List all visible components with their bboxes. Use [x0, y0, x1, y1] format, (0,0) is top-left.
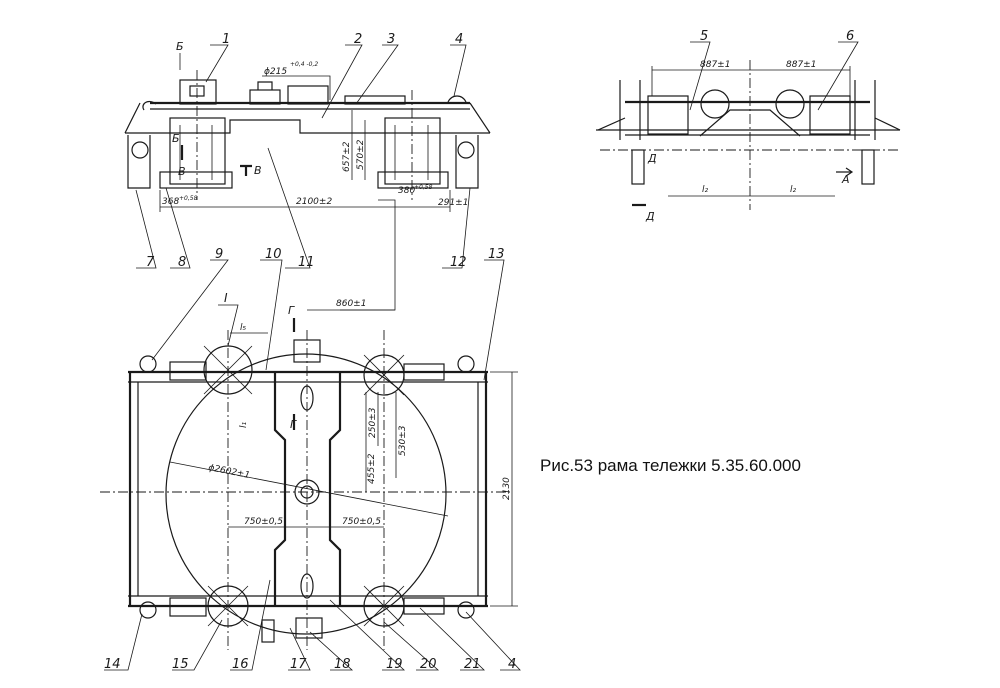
callout-12: 12	[450, 255, 467, 270]
plan-view: ϕ2602±1 2130 750±0,5 750±0,5 455±2 250±3…	[100, 247, 521, 672]
dim-887-right: 887±1	[786, 60, 816, 70]
callout-8: 8	[178, 255, 186, 270]
dim-750-left: 750±0,5	[244, 517, 283, 527]
callout-7: 7	[146, 255, 155, 270]
dim-380: 380	[398, 186, 415, 196]
callout-15: 15	[172, 657, 189, 672]
dim-380-tol: +0,58	[414, 184, 433, 191]
section-mark-b-top: Б	[176, 40, 184, 53]
dim-455: 455±2	[367, 453, 377, 484]
callout-5: 5	[700, 29, 708, 44]
dim-2130: 2130	[502, 477, 512, 500]
callout-11: 11	[298, 255, 315, 270]
dim-860: 860±1	[336, 299, 366, 309]
dim-l1: l₁	[239, 421, 249, 428]
section-mark-v-right: В	[254, 164, 262, 177]
dim-d215: ϕ215	[264, 67, 287, 77]
section-mark-d-upper: Д	[647, 152, 657, 165]
dim-368-tol: +0,58	[179, 195, 198, 202]
callout-4-bottom: 4	[508, 657, 516, 672]
dim-250: 250±3	[368, 407, 378, 438]
dim-368: 368	[162, 197, 179, 207]
side-view: Б Б В В 2100±2 368 +0,58 380 +0,58 291±1…	[124, 32, 491, 311]
callout-14: 14	[104, 657, 121, 672]
callout-18: 18	[334, 657, 351, 672]
callout-4: 4	[455, 32, 463, 47]
callout-1: 1	[222, 32, 230, 47]
dim-d215-tol: +0,4 -0,2	[290, 61, 318, 68]
dim-570: 570±2	[356, 139, 366, 170]
callout-21: 21	[464, 657, 481, 672]
section-mark-b-bottom: Б	[172, 132, 180, 145]
dim-2100: 2100±2	[296, 197, 332, 207]
callout-13: 13	[488, 247, 505, 262]
dim-291: 291±1	[438, 198, 468, 208]
end-view: 887±1 887±1 l₂ l₂ Д Д А 5 6	[596, 29, 901, 223]
dim-l2-left: l₂	[702, 185, 709, 195]
dim-530: 530±3	[398, 425, 408, 456]
callout-16: 16	[232, 657, 249, 672]
callout-20: 20	[420, 657, 437, 672]
callout-9: 9	[215, 247, 223, 262]
dim-l2-right: l₂	[790, 185, 797, 195]
callout-10: 10	[265, 247, 282, 262]
callout-2: 2	[354, 32, 362, 47]
section-mark-a: А	[841, 173, 850, 186]
callout-3: 3	[387, 32, 395, 47]
dim-750-right: 750±0,5	[342, 517, 381, 527]
detail-mark-i: I	[224, 291, 228, 305]
dim-d2602: ϕ2602±1	[207, 463, 250, 481]
dim-l5: l₅	[240, 323, 247, 333]
dim-657: 657±2	[342, 141, 352, 172]
callout-19: 19	[386, 657, 403, 672]
dim-887-left: 887±1	[700, 60, 730, 70]
callout-6: 6	[846, 29, 854, 44]
figure-caption: Рис.53 рама тележки 5.35.60.000	[540, 456, 801, 475]
section-mark-v-left: В	[178, 165, 186, 178]
section-mark-g-top: Г	[288, 304, 295, 317]
section-mark-d-lower: Д	[645, 210, 655, 223]
callout-17: 17	[290, 657, 307, 672]
